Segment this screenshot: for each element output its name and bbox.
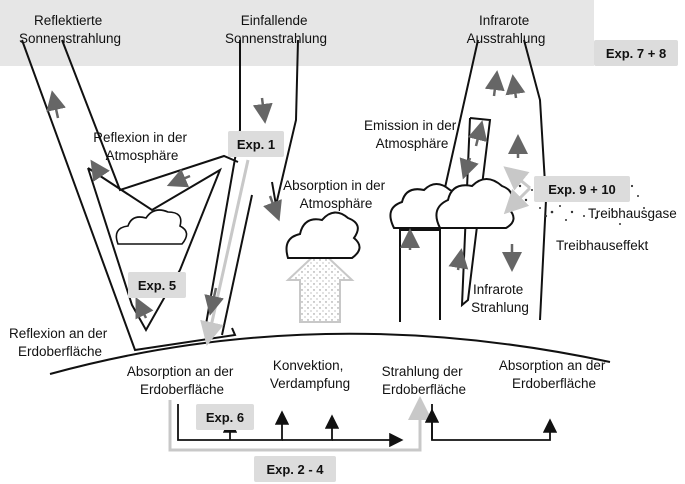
earth-surface-line <box>49 332 611 375</box>
exp6-box[interactable]: Exp. 6 <box>196 404 254 430</box>
label-reflection-atmosphere: Reflexion in der Atmosphäre <box>93 130 191 163</box>
label-reflected-solar: Reflektierte Sonnenstrahlung <box>19 13 121 46</box>
emission-column <box>399 229 441 322</box>
label-absorption-surface-right: Absorption an der Erdoberfläche <box>499 358 609 391</box>
label-greenhouse-gases: Treibhausgase <box>588 206 677 221</box>
exp9-10-box[interactable]: Exp. 9 + 10 <box>534 176 630 202</box>
exp7-8-box[interactable]: Exp. 7 + 8 <box>594 40 678 66</box>
exp2-4-box[interactable]: Exp. 2 - 4 <box>254 456 336 482</box>
energy-flow-arrows <box>177 404 558 448</box>
label-infrared-radiation: Infrarote Strahlung <box>471 282 529 315</box>
dark-arrows <box>46 70 528 320</box>
label-incoming-solar: Einfallende Sonnenstrahlung <box>225 13 327 46</box>
label-greenhouse-effect: Treibhauseffekt <box>556 238 649 253</box>
exp1-box[interactable]: Exp. 1 <box>228 131 284 157</box>
exp7-8-label: Exp. 7 + 8 <box>606 46 666 61</box>
reflected-radiation-band <box>21 39 239 352</box>
exp5-box[interactable]: Exp. 5 <box>128 272 186 298</box>
label-reflection-surface: Reflexion an der Erdoberfläche <box>9 326 111 359</box>
label-absorption-atmosphere: Absorption in der Atmosphäre <box>283 178 389 211</box>
cloud-right-b <box>435 178 515 229</box>
label-emission-atmosphere: Emission in der Atmosphäre <box>364 118 460 151</box>
label-infrared-out: Infrarote Ausstrahlung <box>467 13 546 46</box>
exp9-10-label: Exp. 9 + 10 <box>548 182 616 197</box>
exp6-label: Exp. 6 <box>206 410 244 425</box>
exp1-label: Exp. 1 <box>237 137 275 152</box>
exp2-4-label: Exp. 2 - 4 <box>266 462 324 477</box>
convection-arrow <box>285 248 355 323</box>
exp5-label: Exp. 5 <box>138 278 176 293</box>
label-absorption-surface-left: Absorption an der Erdoberfläche <box>127 364 237 397</box>
cloud-middle <box>285 211 361 259</box>
label-convection: Konvektion, Verdampfung <box>270 358 350 391</box>
incoming-radiation-band <box>204 39 299 336</box>
label-radiation-surface: Strahlung der Erdoberfläche <box>382 364 467 397</box>
cloud-left <box>115 209 188 245</box>
